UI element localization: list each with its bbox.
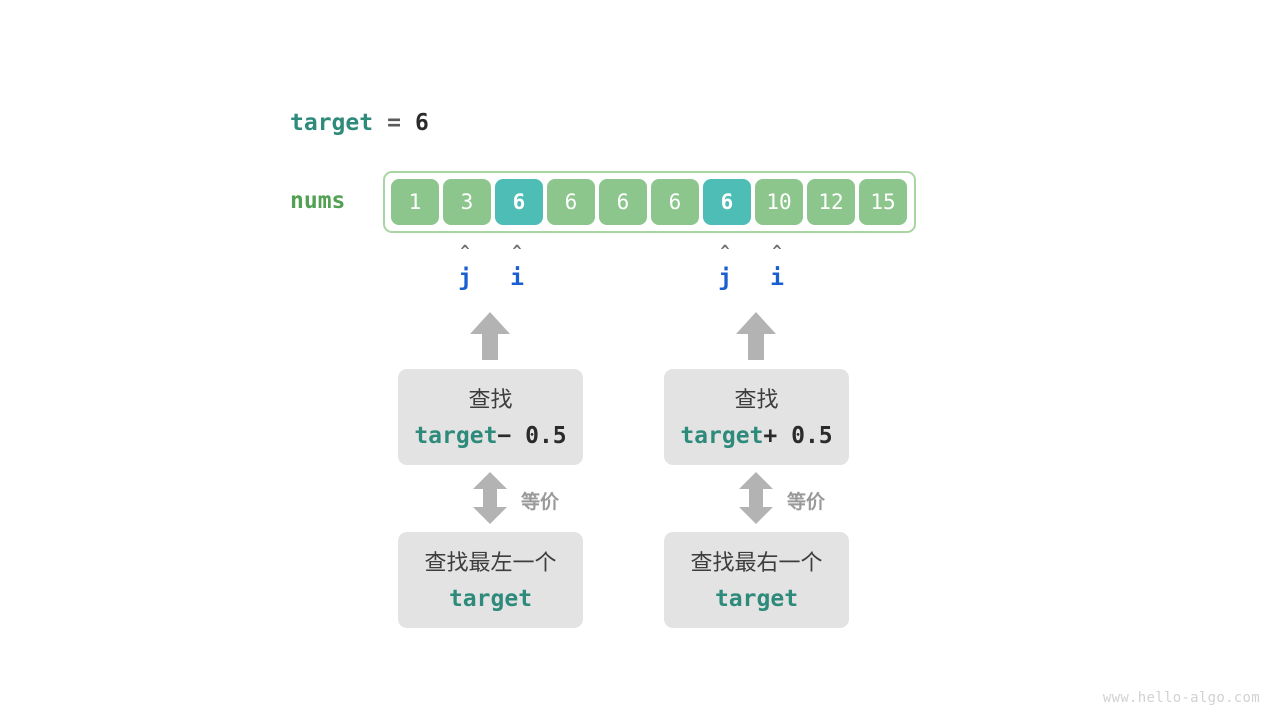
arrow-head-icon xyxy=(470,312,510,334)
equivalence-label-right: 等价 xyxy=(787,491,826,513)
result-box-left-title: 查找最左一个 xyxy=(424,550,557,576)
search-box-right-title: 查找 xyxy=(734,387,779,413)
arrow-shaft xyxy=(482,333,498,360)
result-box-right-expression: target xyxy=(715,586,798,612)
arrow-shaft xyxy=(483,488,497,509)
search-box-left-var: target xyxy=(414,422,498,449)
up-arrow-right xyxy=(736,312,776,360)
search-box-right-expression: target+ 0.5 xyxy=(680,423,832,449)
search-box-left: 查找 target− 0.5 xyxy=(398,369,583,465)
equivalence-label-left: 等价 xyxy=(521,491,560,513)
search-box-left-expression: target− 0.5 xyxy=(414,423,566,449)
pointer-left-j: ^j xyxy=(445,242,485,291)
up-arrow-left xyxy=(470,312,510,360)
arrow-down-head-icon xyxy=(739,507,773,524)
equals-operator: = xyxy=(387,110,401,136)
result-box-right: 查找最右一个 target xyxy=(664,532,849,628)
array-cell-6: 6 xyxy=(703,179,751,225)
array-cell-7: 10 xyxy=(755,179,803,225)
equivalence-arrow-left xyxy=(473,472,507,524)
target-variable-name: target xyxy=(290,110,374,136)
arrow-shaft xyxy=(748,333,764,360)
pointer-label: j xyxy=(458,265,472,291)
search-box-left-op: − 0.5 xyxy=(497,422,567,449)
arrow-shaft xyxy=(749,488,763,509)
nums-label: nums xyxy=(290,188,346,214)
result-box-left-expression: target xyxy=(449,586,532,612)
array-cell-5: 6 xyxy=(651,179,699,225)
array-cell-0: 1 xyxy=(391,179,439,225)
result-box-left: 查找最左一个 target xyxy=(398,532,583,628)
pointer-label: i xyxy=(510,265,524,291)
target-declaration: target = 6 xyxy=(290,110,429,136)
array-cell-2: 6 xyxy=(495,179,543,225)
arrow-head-icon xyxy=(736,312,776,334)
arrow-up-head-icon xyxy=(473,472,507,489)
pointer-label: j xyxy=(718,265,732,291)
arrow-up-head-icon xyxy=(739,472,773,489)
search-box-left-title: 查找 xyxy=(468,387,513,413)
caret-icon: ^ xyxy=(720,242,730,260)
result-box-left-var: target xyxy=(448,585,533,612)
arrow-down-head-icon xyxy=(473,507,507,524)
equivalence-arrow-right xyxy=(739,472,773,524)
search-box-right: 查找 target+ 0.5 xyxy=(664,369,849,465)
target-value: 6 xyxy=(414,110,429,136)
pointer-right-i: ^i xyxy=(757,242,797,291)
array-cell-1: 3 xyxy=(443,179,491,225)
caret-icon: ^ xyxy=(460,242,470,260)
array-cell-4: 6 xyxy=(599,179,647,225)
caret-icon: ^ xyxy=(512,242,522,260)
pointer-right-j: ^j xyxy=(705,242,745,291)
array-cell-8: 12 xyxy=(807,179,855,225)
result-box-right-title: 查找最右一个 xyxy=(690,550,823,576)
pointer-label: i xyxy=(770,265,784,291)
array-cell-3: 6 xyxy=(547,179,595,225)
pointer-left-i: ^i xyxy=(497,242,537,291)
search-box-right-op: + 0.5 xyxy=(763,422,833,449)
caret-icon: ^ xyxy=(772,242,782,260)
array-cell-9: 15 xyxy=(859,179,907,225)
result-box-right-var: target xyxy=(714,585,799,612)
search-box-right-var: target xyxy=(680,422,764,449)
watermark: www.hello-algo.com xyxy=(1102,690,1260,706)
